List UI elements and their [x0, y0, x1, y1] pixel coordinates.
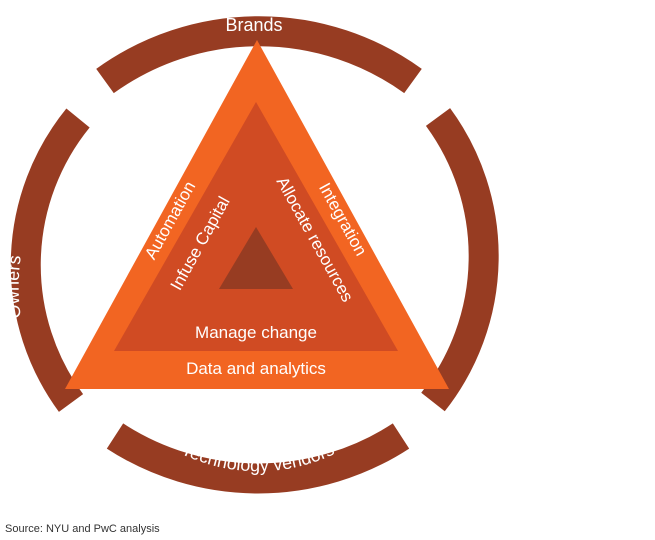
ring-label-right-wrap: Operators [542, 258, 566, 343]
ring [10, 16, 499, 494]
ring-segment-bottom [106, 423, 410, 494]
ring-segment-right [421, 108, 499, 412]
inner-triangle [219, 227, 293, 289]
source-note: Source: NYU and PwC analysis [5, 523, 160, 535]
middle-label-bottom: Manage change [195, 323, 317, 342]
middle-triangle [114, 102, 398, 351]
ring-label-right: Operators [542, 258, 566, 343]
ring-label-left: Owners [3, 254, 25, 319]
ring-label-top: Brands [225, 15, 282, 35]
outer-label-bottom: Data and analytics [186, 359, 326, 378]
ring-segment-left [10, 108, 90, 412]
ring-segment-top [96, 16, 422, 94]
ring-label-left-wrap: Owners [3, 254, 25, 319]
